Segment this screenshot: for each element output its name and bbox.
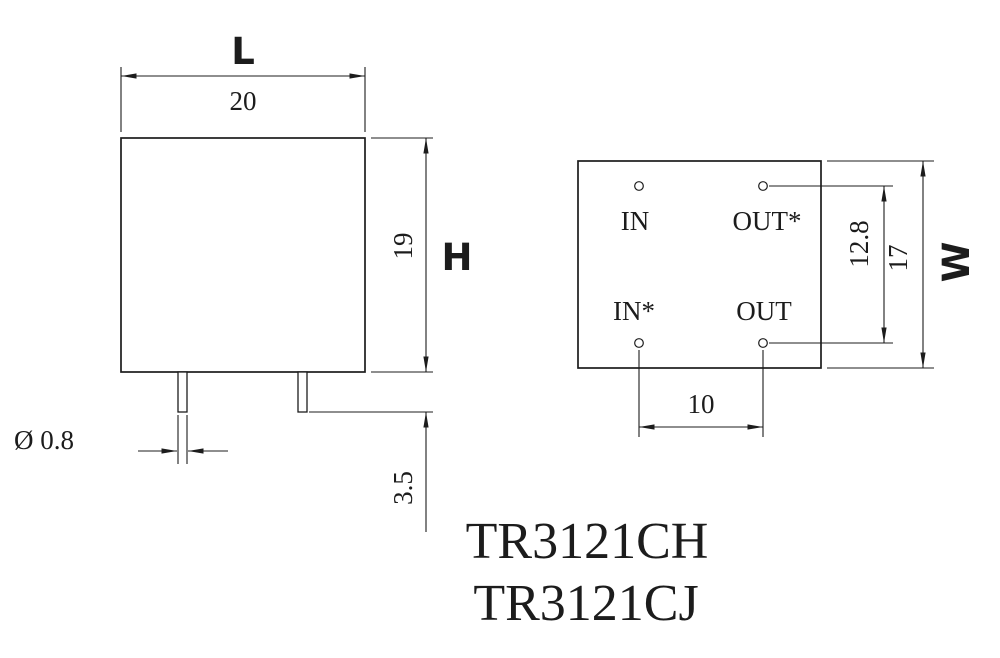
dim-value-rowspacing: 12.8: [844, 220, 874, 267]
component-body-bottom: [577, 160, 822, 369]
dim-value-height: 19: [388, 233, 418, 260]
dim-letter-height: H: [442, 236, 473, 279]
pin-right: [297, 371, 308, 413]
pin-label-in: IN: [621, 206, 650, 236]
dim-letter-length: L: [231, 30, 255, 73]
dim-value-width: 17: [883, 245, 913, 272]
pin-hole-top-left: [634, 181, 644, 191]
front-view: L 20 19 H 3.5 Ø 0.8: [14, 30, 472, 532]
pin-label-out: OUT: [736, 296, 792, 326]
dim-value-pin-diameter: Ø 0.8: [14, 425, 74, 455]
part-numbers: TR3121CH TR3121CJ: [466, 513, 709, 632]
pin-hole-bottom-right: [758, 338, 768, 348]
pin-hole-bottom-left: [634, 338, 644, 348]
dim-letter-width: W: [935, 242, 978, 283]
pin-hole-top-right: [758, 181, 768, 191]
pin-label-in-star: IN*: [613, 296, 655, 326]
pin-label-out-star: OUT*: [733, 206, 802, 236]
dim-value-length: 20: [230, 86, 257, 116]
dim-value-pin-length: 3.5: [388, 471, 418, 505]
part-number-line2: TR3121CJ: [473, 575, 698, 632]
part-number-line1: TR3121CH: [466, 513, 709, 570]
pin-left: [177, 371, 188, 413]
dim-value-colspacing: 10: [688, 389, 715, 419]
component-body-front: [120, 137, 366, 373]
pin-view: IN OUT* IN* OUT 12.8 17 W 10: [577, 160, 978, 437]
